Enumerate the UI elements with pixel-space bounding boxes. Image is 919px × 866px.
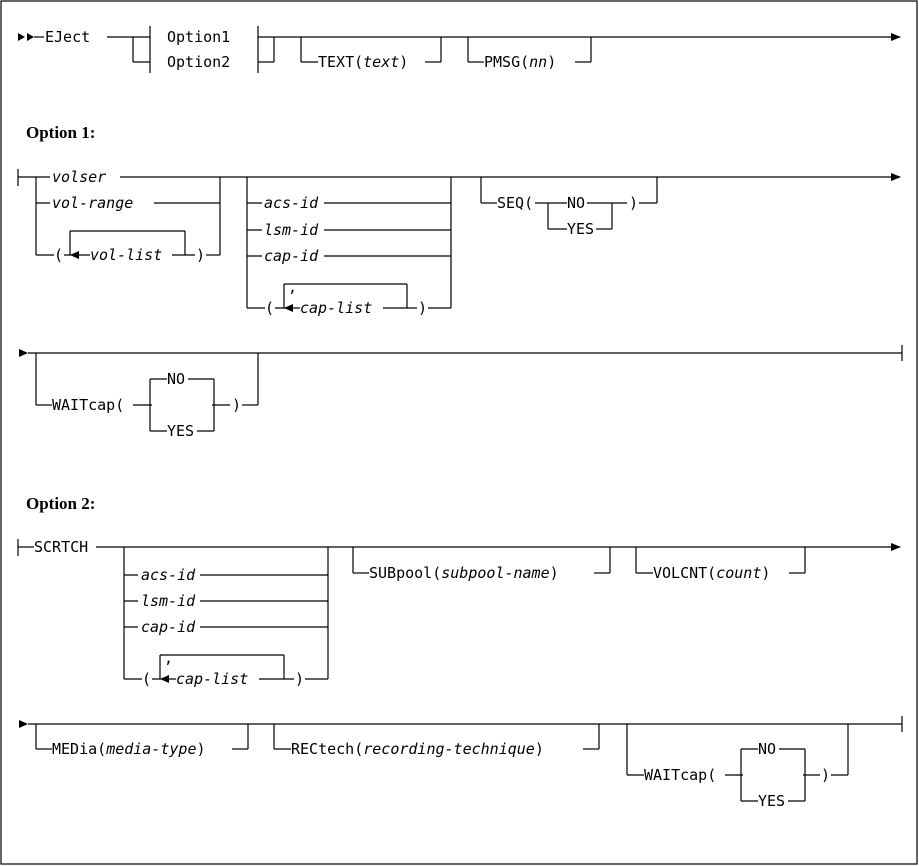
svg-text:volser: volser bbox=[52, 168, 106, 186]
option1-line2: WAITcap( NO YES ) bbox=[19, 345, 903, 440]
scrtch-keyword: SCRTCH bbox=[34, 538, 88, 556]
svg-text:): ) bbox=[821, 766, 830, 784]
lsm-id-param-2: lsm-id bbox=[141, 592, 196, 610]
cap-id-param-2: cap-id bbox=[141, 618, 196, 636]
pmsg-option: PMSG(nn) bbox=[484, 53, 556, 71]
waitcap-no-default-2: NO bbox=[758, 740, 776, 758]
option2-line1: SCRTCH acs-id lsm-id cap-id ( , cap-list… bbox=[17, 538, 901, 688]
acs-id-param-2: acs-id bbox=[141, 566, 196, 584]
option2-label: Option2 bbox=[167, 53, 230, 71]
vol-range-param: vol-range bbox=[52, 194, 133, 212]
waitcap-yes-value-2: YES bbox=[758, 792, 785, 810]
waitcap-no-default: NO bbox=[167, 370, 185, 388]
waitcap-option: WAITcap( bbox=[52, 396, 124, 414]
vol-list-param: vol-list bbox=[90, 246, 162, 264]
option1-line1: volser volser vol-range ( vol-list ) acs… bbox=[17, 168, 901, 317]
option2-line2: MEDia(media-type) RECtech(recording-tech… bbox=[19, 716, 903, 810]
svg-text:(: ( bbox=[54, 246, 63, 264]
volcnt-option: VOLCNT(count) bbox=[653, 564, 770, 582]
waitcap-yes-value: YES bbox=[167, 422, 194, 440]
waitcap-option-2: WAITcap( bbox=[644, 766, 716, 784]
rectech-option: RECtech(recording-technique) bbox=[291, 740, 544, 758]
media-option: MEDia(media-type) bbox=[52, 740, 206, 758]
text-option: TEXT(text) bbox=[318, 53, 408, 71]
main-syntax-line: EJect Option1 Option2 TEXT(text) PMSG(nn… bbox=[18, 26, 901, 73]
seq-no-value: NO bbox=[567, 194, 585, 212]
cap-list-param: cap-list bbox=[300, 299, 372, 317]
cap-id-param: cap-id bbox=[264, 247, 319, 265]
cap-list-param-2: cap-list bbox=[176, 670, 248, 688]
svg-text:(: ( bbox=[265, 299, 274, 317]
start-double-arrow bbox=[18, 33, 34, 41]
eject-keyword: EJect bbox=[45, 28, 90, 46]
seq-yes-value: YES bbox=[567, 220, 594, 238]
svg-text:): ) bbox=[232, 396, 241, 414]
svg-text:): ) bbox=[629, 194, 638, 212]
lsm-id-param: lsm-id bbox=[264, 221, 319, 239]
option2-heading: Option 2: bbox=[26, 494, 95, 513]
seq-option: SEQ( bbox=[497, 194, 533, 212]
option1-heading: Option 1: bbox=[26, 123, 95, 142]
option1-label: Option1 bbox=[167, 28, 230, 46]
acs-id-param: acs-id bbox=[264, 194, 319, 212]
svg-text:): ) bbox=[295, 670, 304, 688]
svg-text:): ) bbox=[196, 246, 205, 264]
cap-list-comma: , bbox=[288, 278, 297, 296]
cap-list-comma-2: , bbox=[164, 649, 173, 667]
subpool-option: SUBpool(subpool-name) bbox=[369, 564, 559, 582]
svg-text:): ) bbox=[418, 299, 427, 317]
svg-text:(: ( bbox=[142, 670, 151, 688]
